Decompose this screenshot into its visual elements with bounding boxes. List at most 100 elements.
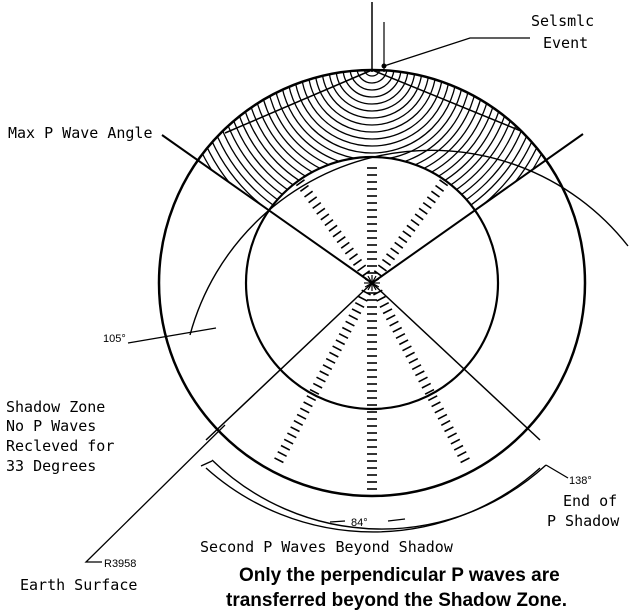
ray-segment <box>353 260 361 266</box>
ray-segment <box>313 383 322 388</box>
end-of-shadow-label-2: P Shadow <box>547 512 620 530</box>
ray-segment <box>284 439 293 444</box>
ray-segment <box>390 321 399 326</box>
p-wave-ray-paths <box>275 168 470 489</box>
angle-84-leader-left <box>330 521 345 522</box>
angle-138-leader <box>546 465 568 478</box>
earth-surface-label: Earth Surface <box>20 576 137 594</box>
angle-105-leader <box>128 328 216 343</box>
ray-segment <box>320 371 329 376</box>
ray-segment <box>294 421 303 426</box>
max-p-wave-angle-arc <box>190 150 628 335</box>
ray-segment <box>317 208 325 214</box>
ray-segment <box>329 352 338 357</box>
ray-segment <box>352 309 361 314</box>
ray-segment <box>419 208 427 214</box>
ray-segment <box>438 414 447 419</box>
ray-segment <box>380 303 389 308</box>
ray-segment <box>281 446 290 451</box>
ray-segment <box>403 346 412 351</box>
angle-84-arc <box>206 468 540 532</box>
shadow-line-right <box>372 283 540 440</box>
ray-segment <box>395 242 403 248</box>
ray-segment <box>435 408 444 413</box>
ray-segment <box>431 191 439 197</box>
ray-segment <box>278 452 287 457</box>
ray-segment <box>339 334 348 339</box>
ray-segment <box>349 254 357 260</box>
second-p-waves-label: Second P Waves Beyond Shadow <box>200 538 454 556</box>
ray-segment <box>321 214 329 220</box>
ray-segment <box>406 352 415 357</box>
end-of-shadow-label-1: End of <box>563 492 617 510</box>
shadow-zone-label-2: No P Waves <box>6 417 96 435</box>
angle-138-label: 138° <box>569 475 592 487</box>
caption-line-1: Only the perpendicular P waves are <box>239 565 560 586</box>
ray-segment <box>451 439 460 444</box>
ray-segment <box>399 237 407 243</box>
ray-segment <box>409 359 418 364</box>
ray-segment <box>333 231 341 237</box>
ray-segment <box>337 237 345 243</box>
ray-segment <box>309 197 317 203</box>
seismic-event-leader <box>384 38 530 66</box>
seismic-event-label-2: Event <box>543 34 588 52</box>
ray-segment <box>325 220 333 226</box>
ray-segment <box>445 427 454 432</box>
ray-segment <box>412 365 421 370</box>
ray-segment <box>359 297 368 302</box>
ray-segment <box>461 458 470 463</box>
ray-segment <box>419 377 428 382</box>
ray-segment <box>342 328 351 333</box>
ray-segment <box>403 231 411 237</box>
ray-segment <box>396 334 405 339</box>
shadow-zone-arrow <box>201 461 212 466</box>
ray-segment <box>391 248 399 254</box>
ray-segment <box>382 260 390 266</box>
ray-segment <box>387 254 395 260</box>
ray-segment <box>287 433 296 438</box>
max-p-wave-angle-label: Max P Wave Angle <box>8 124 153 142</box>
ray-segment <box>454 446 463 451</box>
ray-segment <box>377 297 386 302</box>
ray-segment <box>427 197 435 203</box>
ray-segment <box>407 225 415 231</box>
ray-segment <box>341 242 349 248</box>
ray-segment <box>428 396 437 401</box>
ray-segment <box>333 346 342 351</box>
ray-segment <box>355 303 364 308</box>
ray-segment <box>441 421 450 426</box>
ray-segment <box>358 265 366 271</box>
seismic-event-label-1: Selsmlc <box>531 12 594 30</box>
ray-segment <box>313 203 321 209</box>
ray-segment <box>317 377 326 382</box>
angle-84-label: 84° <box>351 517 368 529</box>
ray-segment <box>422 383 431 388</box>
ray-segment <box>393 328 402 333</box>
ray-segment <box>448 433 457 438</box>
ray-segment <box>378 265 386 271</box>
ray-segment <box>415 214 423 220</box>
angle-84-leader-right <box>388 519 405 521</box>
ray-segment <box>399 340 408 345</box>
ray-segment <box>329 225 337 231</box>
ray-segment <box>291 427 300 432</box>
ray-segment <box>305 191 313 197</box>
caption-line-2: transferred beyond the Shadow Zone. <box>226 590 567 611</box>
angle-138-arc <box>212 460 546 529</box>
angle-105-label: 105° <box>103 333 126 345</box>
ray-segment <box>386 315 395 320</box>
max-angle-line-left <box>162 135 372 283</box>
ray-segment <box>432 402 441 407</box>
shadow-zone-label-3: Recleved for <box>6 437 114 455</box>
ray-segment <box>423 203 431 209</box>
ray-segment <box>307 396 316 401</box>
shadow-zone-label-4: 33 Degrees <box>6 457 96 475</box>
ray-segment <box>346 321 355 326</box>
shadow-line-left <box>206 283 372 440</box>
ray-segment <box>304 402 313 407</box>
ray-segment <box>326 359 335 364</box>
ray-segment <box>436 186 444 192</box>
radius-label: R3958 <box>104 558 136 570</box>
